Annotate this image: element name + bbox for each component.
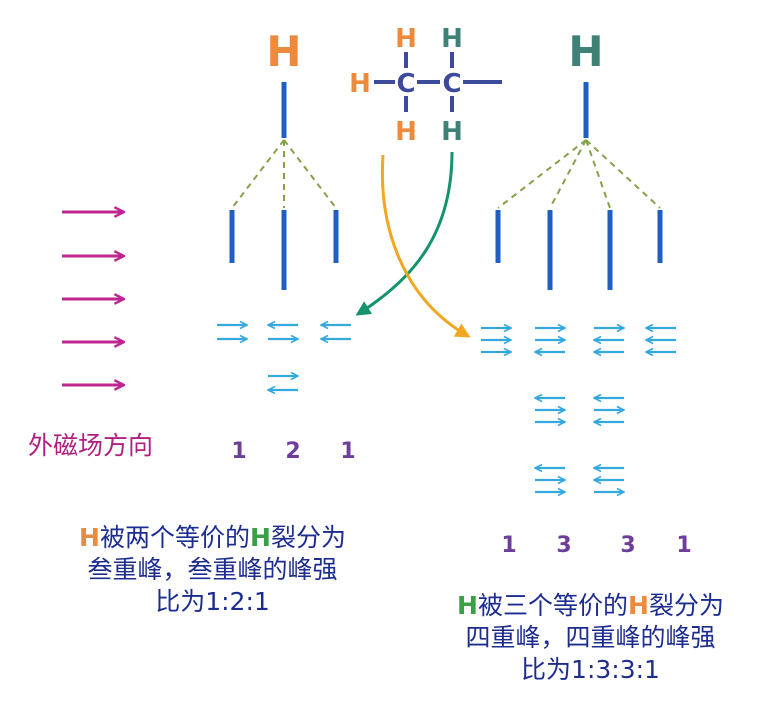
h-c2-bottom: H bbox=[441, 117, 463, 147]
dashed-link bbox=[283, 139, 337, 209]
ratio-number: 1 bbox=[501, 533, 516, 558]
triplet-top-h: H bbox=[266, 27, 301, 76]
ratio-number: 1 bbox=[231, 439, 246, 464]
caption-line-1: H被两个等价的H裂分为 bbox=[40, 522, 385, 554]
field-direction-label: 外磁场方向 bbox=[28, 431, 154, 460]
caption-h-green: H bbox=[250, 523, 271, 552]
carbon-2: C bbox=[442, 69, 461, 99]
quartet-ratio: 1 3 3 1 bbox=[501, 533, 691, 558]
spin-state-arrows bbox=[217, 325, 676, 492]
triplet-caption: H被两个等价的H裂分为 叁重峰，叁重峰的峰强 比为1:2:1 bbox=[40, 522, 385, 618]
h-c1-top: H bbox=[395, 24, 417, 54]
caption-line-2: 叁重峰，叁重峰的峰强 bbox=[87, 555, 338, 584]
carbon-1: C bbox=[396, 69, 415, 99]
ethyl-molecule: C C H H H H H bbox=[349, 24, 502, 147]
ratio-number: 1 bbox=[340, 439, 355, 464]
dashed-link bbox=[585, 139, 661, 209]
caption-line-3: 比为1:2:1 bbox=[155, 587, 270, 616]
caption-h-orange: H bbox=[79, 523, 100, 552]
dashed-link bbox=[497, 139, 587, 209]
caption-h-green: H bbox=[457, 591, 478, 620]
triplet-dashed-links bbox=[231, 139, 337, 209]
quartet-dashed-links bbox=[497, 139, 661, 209]
field-arrows bbox=[62, 212, 124, 385]
triplet-peaks bbox=[229, 210, 339, 290]
h-c2-top: H bbox=[441, 24, 463, 54]
caption-line-2: 四重峰，四重峰的峰强 bbox=[465, 623, 716, 652]
green-curved-arrow bbox=[355, 151, 454, 316]
ratio-number: 2 bbox=[285, 439, 300, 464]
ratio-number: 1 bbox=[676, 533, 691, 558]
ratio-number: 3 bbox=[620, 533, 635, 558]
quartet-caption: H被三个等价的H裂分为 四重峰，四重峰的峰强 比为1:3:3:1 bbox=[418, 590, 763, 686]
caption-line-1: H被三个等价的H裂分为 bbox=[418, 590, 763, 622]
dashed-link bbox=[585, 139, 611, 209]
caption-line-3: 比为1:3:3:1 bbox=[521, 655, 660, 684]
quartet-top-h: H bbox=[568, 27, 603, 76]
caption-h-orange: H bbox=[628, 591, 649, 620]
dashed-link bbox=[549, 139, 587, 209]
triplet-ratio: 1 2 1 bbox=[231, 439, 355, 464]
caption-text: 被两个等价的 bbox=[99, 523, 250, 552]
quartet-peaks bbox=[495, 210, 663, 290]
ratio-number: 3 bbox=[556, 533, 571, 558]
caption-text: 裂分为 bbox=[270, 523, 346, 552]
h-c1-bottom: H bbox=[395, 117, 417, 147]
caption-text: 被三个等价的 bbox=[477, 591, 628, 620]
caption-text: 裂分为 bbox=[648, 591, 724, 620]
h-c1-left: H bbox=[349, 69, 371, 99]
dashed-link bbox=[231, 139, 285, 209]
orange-curved-arrow bbox=[380, 154, 471, 338]
